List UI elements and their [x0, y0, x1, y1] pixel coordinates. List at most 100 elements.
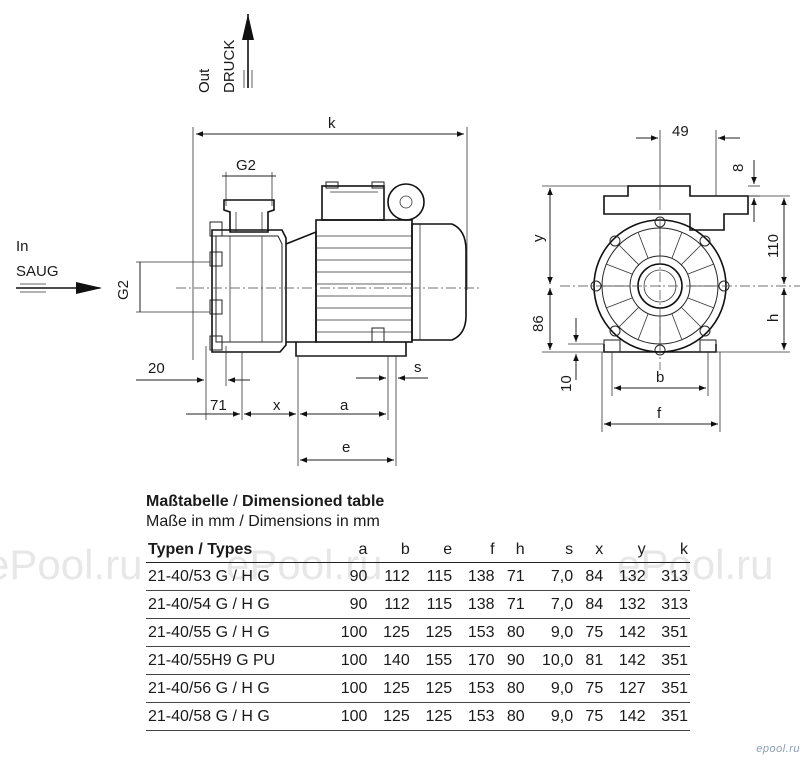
pump-front-view: 49 8 y 86 110 h 10 b: [530, 123, 800, 432]
dim-g2-side-label: G2: [115, 280, 132, 300]
table-header-row: Typen / Types a b e f h s x y k: [146, 538, 690, 563]
col-header-b: b: [369, 538, 412, 563]
col-header-f: f: [454, 538, 497, 563]
cell-f: 138: [454, 562, 497, 591]
cell-x: 84: [575, 562, 606, 591]
cell-x: 75: [575, 618, 606, 647]
cell-e: 125: [411, 618, 455, 647]
dim-86-label: 86: [530, 315, 547, 332]
dim-110-label: 110: [765, 234, 782, 258]
cell-b: 112: [369, 590, 412, 619]
cell-b: 112: [369, 562, 412, 591]
table-subtitle: Maße in mm / Dimensions in mm: [146, 513, 380, 530]
cell-s: 9,0: [526, 702, 576, 731]
cell-b: 125: [369, 674, 412, 703]
cell-y: 132: [605, 590, 648, 619]
dim-10-label: 10: [558, 375, 575, 392]
cell-a: 90: [327, 590, 370, 619]
table-row: 21-40/53 G / H G 90 112 115 138 71 7,0 8…: [146, 562, 690, 591]
col-header-h: h: [496, 538, 527, 563]
epool-logo: epool.ru: [756, 743, 800, 755]
cell-h: 80: [496, 702, 527, 731]
table-row: 21-40/58 G / H G 100 125 125 153 80 9,0 …: [146, 702, 690, 731]
cell-a: 100: [327, 702, 370, 731]
col-header-x: x: [575, 538, 606, 563]
dim-e-label: e: [342, 439, 350, 456]
dim-x-label: x: [273, 397, 281, 414]
cell-a: 100: [327, 618, 370, 647]
cell-s: 10,0: [526, 646, 576, 675]
cell-a: 100: [327, 646, 370, 675]
dim-a-label: a: [340, 397, 349, 414]
cell-s: 9,0: [526, 618, 576, 647]
cell-h: 80: [496, 674, 527, 703]
cell-b: 125: [369, 702, 412, 731]
dim-k-label: k: [328, 115, 336, 132]
cell-y: 142: [605, 702, 648, 731]
cell-f: 153: [454, 702, 497, 731]
table-row: 21-40/55 G / H G 100 125 125 153 80 9,0 …: [146, 618, 690, 647]
cell-e: 125: [411, 702, 455, 731]
cell-x: 75: [575, 702, 606, 731]
dimension-table-block: Maßtabelle / Dimensioned table Maße in m…: [146, 492, 690, 731]
cell-f: 138: [454, 590, 497, 619]
cell-s: 9,0: [526, 674, 576, 703]
cell-f: 153: [454, 618, 497, 647]
cell-h: 71: [496, 562, 527, 591]
cell-x: 81: [575, 646, 606, 675]
dimension-table: Typen / Types a b e f h s x y k 21-40/53…: [146, 538, 690, 731]
cell-y: 127: [605, 674, 648, 703]
dim-20-label: 20: [148, 360, 165, 377]
cell-x: 75: [575, 674, 606, 703]
table-row: 21-40/55H9 G PU 100 140 155 170 90 10,0 …: [146, 646, 690, 675]
cell-f: 170: [454, 646, 497, 675]
cell-s: 7,0: [526, 590, 576, 619]
saug-label: SAUG: [16, 263, 59, 280]
out-label: Out: [196, 68, 213, 93]
cell-y: 142: [605, 618, 648, 647]
dim-71-label: 71: [210, 397, 227, 414]
cell-e: 125: [411, 674, 455, 703]
cell-y: 132: [605, 562, 648, 591]
cell-k: 351: [647, 674, 690, 703]
cell-h: 71: [496, 590, 527, 619]
cell-type: 21-40/55H9 G PU: [146, 646, 328, 675]
cell-k: 351: [647, 702, 690, 731]
cell-type: 21-40/53 G / H G: [146, 562, 328, 591]
in-label: In: [16, 238, 29, 255]
cell-k: 313: [647, 590, 690, 619]
dim-f-label: f: [657, 405, 662, 422]
cell-a: 90: [327, 562, 370, 591]
cell-type: 21-40/55 G / H G: [146, 618, 328, 647]
cell-k: 351: [647, 646, 690, 675]
cell-s: 7,0: [526, 562, 576, 591]
cell-y: 142: [605, 646, 648, 675]
dim-8-label: 8: [730, 164, 747, 172]
cell-type: 21-40/58 G / H G: [146, 702, 328, 731]
druck-label: DRUCK: [221, 40, 238, 93]
cell-h: 90: [496, 646, 527, 675]
dim-49-label: 49: [672, 123, 689, 140]
cell-b: 125: [369, 618, 412, 647]
cell-x: 84: [575, 590, 606, 619]
cell-type: 21-40/56 G / H G: [146, 674, 328, 703]
col-header-k: k: [647, 538, 690, 563]
dim-g2-top-label: G2: [236, 157, 256, 174]
dim-b-label: b: [656, 369, 664, 386]
cell-k: 313: [647, 562, 690, 591]
cell-b: 140: [369, 646, 412, 675]
cell-f: 153: [454, 674, 497, 703]
cell-k: 351: [647, 618, 690, 647]
dim-y-label: y: [530, 234, 547, 242]
pump-side-view: k G2: [115, 115, 480, 466]
inlet-flow-arrow: In SAUG: [16, 238, 102, 294]
col-header-types: Typen / Types: [146, 538, 328, 563]
cell-type: 21-40/54 G / H G: [146, 590, 328, 619]
table-row: 21-40/56 G / H G 100 125 125 153 80 9,0 …: [146, 674, 690, 703]
outlet-flow-arrow: Out DRUCK: [196, 14, 254, 93]
technical-drawing: Out DRUCK In SAUG k G2: [16, 14, 800, 466]
cell-a: 100: [327, 674, 370, 703]
dim-h-label: h: [765, 314, 782, 322]
watermark-left: ePool.ru: [0, 541, 143, 588]
cell-e: 115: [411, 590, 455, 619]
